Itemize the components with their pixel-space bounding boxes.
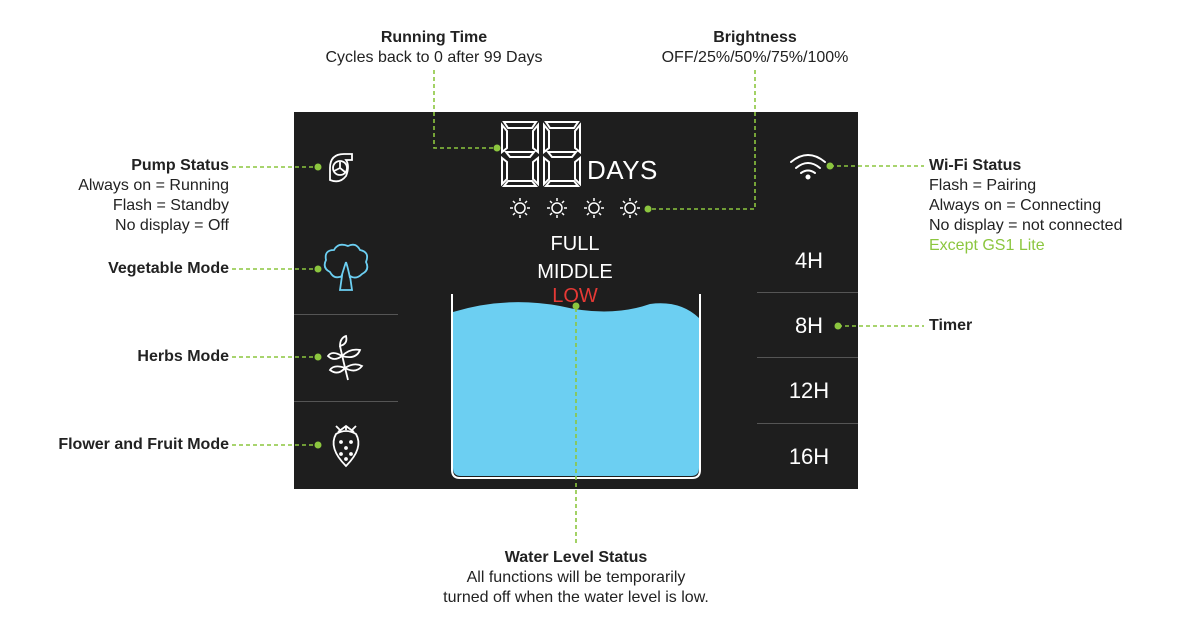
timer-8h-button[interactable]: 8H — [794, 313, 824, 338]
brightness-title: Brightness — [713, 29, 797, 46]
timer-16h-button[interactable]: 16H — [788, 444, 830, 469]
connector-lines — [232, 70, 924, 546]
pump-status-line: Flash = Standby — [112, 197, 229, 214]
connector-dots — [314, 144, 842, 449]
left-divider-2 — [294, 401, 398, 402]
pump-status-line: No display = Off — [115, 217, 229, 234]
right-divider-2 — [757, 357, 858, 358]
wifi-status-line: Flash = Pairing — [929, 177, 1037, 194]
timer-12h-button[interactable]: 12H — [788, 378, 830, 403]
running-time-connector — [433, 70, 497, 149]
right-divider-1 — [757, 292, 858, 293]
vegetable-icon — [323, 243, 369, 291]
water-level-line: turned off when the water level is low. — [443, 589, 709, 606]
days-label: DAYS — [587, 155, 658, 185]
brightness-connector — [648, 70, 756, 210]
flower-fruit-mode-title: Flower and Fruit Mode — [58, 436, 229, 453]
wifi-status-line: No display = not connected — [929, 217, 1123, 234]
sun-icon — [620, 198, 640, 218]
strawberry-icon — [332, 424, 360, 468]
water-level-line: All functions will be temporarily — [466, 569, 686, 586]
pump-status-annotation: Pump Status Always on = Running Flash = … — [20, 156, 229, 236]
timer-title: Timer — [929, 317, 973, 334]
water-fill — [453, 302, 699, 476]
water-level-title: Water Level Status — [504, 549, 648, 566]
herbs-mode-annotation: Herbs Mode — [20, 347, 229, 367]
level-low-label: LOW — [552, 285, 598, 307]
wifi-icon — [790, 154, 826, 180]
level-middle-label: MIDDLE — [537, 261, 613, 283]
brightness-desc: OFF/25%/50%/75%/100% — [661, 49, 849, 66]
brightness-annotation: Brightness OFF/25%/50%/75%/100% — [625, 28, 885, 68]
timer-annotation: Timer — [929, 316, 1049, 336]
running-time-digits — [501, 121, 581, 187]
vegetable-mode-annotation: Vegetable Mode — [20, 259, 229, 279]
water-level-annotation: Water Level Status All functions will be… — [406, 548, 746, 608]
wifi-status-title: Wi-Fi Status — [929, 157, 1022, 174]
pump-status-line: Always on = Running — [78, 177, 229, 194]
herbs-mode-title: Herbs Mode — [137, 348, 229, 365]
running-time-annotation: Running Time Cycles back to 0 after 99 D… — [294, 28, 574, 68]
running-time-title: Running Time — [380, 29, 488, 46]
level-full-label: FULL — [550, 233, 600, 255]
timer-4h-button[interactable]: 4H — [794, 248, 824, 273]
sun-icon — [547, 198, 567, 218]
herbs-icon — [326, 334, 364, 381]
brightness-icons — [510, 198, 640, 218]
pump-icon — [329, 153, 353, 183]
sun-icon — [584, 198, 604, 218]
sun-icon — [510, 198, 530, 218]
vegetable-mode-title: Vegetable Mode — [108, 260, 229, 277]
flower-fruit-mode-annotation: Flower and Fruit Mode — [10, 435, 229, 455]
left-divider-1 — [294, 314, 398, 315]
running-time-desc: Cycles back to 0 after 99 Days — [325, 49, 543, 66]
wifi-status-note: Except GS1 Lite — [929, 237, 1045, 254]
wifi-status-annotation: Wi-Fi Status Flash = Pairing Always on =… — [929, 156, 1174, 256]
pump-status-title: Pump Status — [131, 157, 229, 174]
wifi-status-line: Always on = Connecting — [929, 197, 1102, 214]
right-divider-3 — [757, 423, 858, 424]
